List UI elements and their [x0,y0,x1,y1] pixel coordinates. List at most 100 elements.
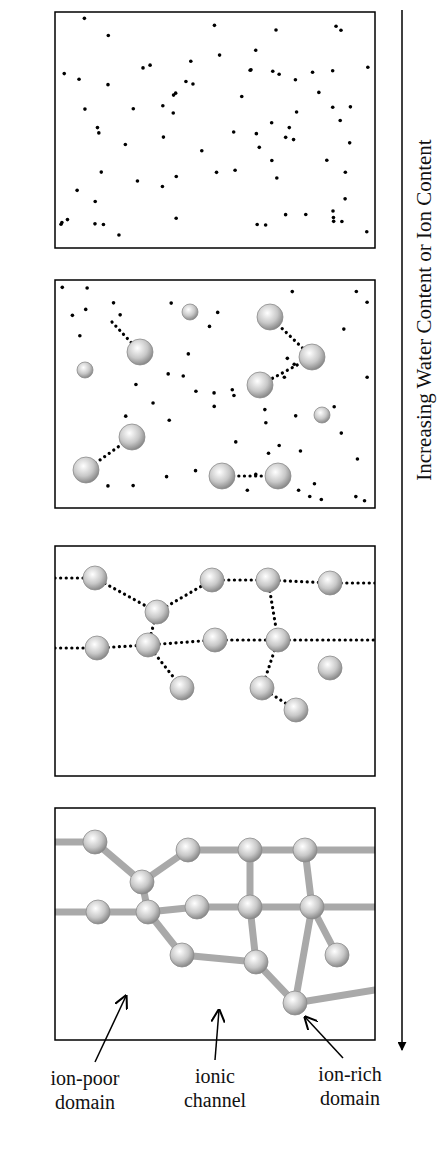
ion-cluster [265,463,291,489]
ion-dot [77,77,81,81]
ion-dot [118,313,122,317]
ion-dot [331,105,335,109]
ion-cluster [127,339,153,365]
ion-dot [97,131,101,135]
ion-cluster [299,344,325,370]
ion-dot [134,383,138,387]
ion-dot [213,24,217,28]
ion-dot [62,72,66,76]
ion-cluster [247,372,273,398]
ion-dot [194,389,198,393]
ion-cluster [170,943,194,967]
panel-frame [55,12,375,248]
ion-dot [212,391,216,395]
ion-dot [344,170,348,174]
trend-arrow [401,10,403,1050]
ion-dot [78,334,82,338]
ion-cluster [176,838,200,862]
panel-content [55,830,375,1015]
ion-dot [172,93,176,97]
ion-dot [275,176,279,180]
ion-cluster [77,362,93,378]
axis-label: Increasing Water Content or Ion Content [414,139,435,480]
ion-dot [263,408,267,412]
ion-dot [340,220,344,224]
ion-cluster [238,838,262,862]
ion-dot [365,230,369,234]
panel-frame [55,546,375,776]
ion-dot [84,308,88,312]
ion-dot [66,218,70,222]
ion-dot [356,457,360,461]
ion-dot [338,119,342,123]
ion-dot [332,220,336,224]
ion-dot [287,126,291,130]
ion-cluster [293,838,317,862]
ion-dot [194,469,198,473]
ion-dot [83,107,87,111]
ion-dot [215,171,219,175]
ion-cluster [266,628,290,652]
ion-cluster [85,636,109,660]
ion-dot [166,372,170,376]
ion-dot [75,189,79,193]
ion-cluster [73,457,99,483]
ion-dot [151,401,155,405]
ion-dot [83,17,87,21]
ion-dot [332,405,336,409]
ion-dot [165,475,169,479]
ion-cluster [119,424,145,450]
ion-dot [294,414,298,418]
ion-cluster [244,950,268,974]
ion-dot [363,499,367,503]
ion-dot [270,121,274,125]
panel-content [59,17,369,237]
ion-dot [189,59,193,63]
ion-dot [365,375,369,379]
ion-dot [255,223,259,227]
region-label: ionic channel [165,1064,265,1112]
ion-dot [141,66,145,70]
ion-cluster [136,900,160,924]
ion-cluster [203,628,227,652]
ion-dot [93,200,97,204]
ion-dot [332,216,336,220]
ion-dot [277,72,281,76]
ion-dot [112,301,116,305]
ion-cluster [170,676,194,700]
ion-dot [331,209,335,213]
ion-dot [124,414,128,418]
panel-content [60,286,368,503]
ion-dot [124,143,128,147]
ion-dot [284,136,288,140]
ion-dot [208,325,212,329]
ion-dot [162,135,166,139]
ion-dot [304,213,308,217]
ionic-channel [295,907,312,1003]
ion-dot [366,65,370,69]
ion-dot [331,69,335,73]
ion-dot [254,49,258,53]
ion-dot [354,495,358,499]
ion-cluster [130,870,154,894]
ion-cluster [250,676,274,700]
ion-dot [320,498,324,502]
ion-cluster [256,568,280,592]
region-label: ion-poor domain [35,1066,135,1114]
ion-dot [249,68,253,72]
ion-cluster [318,571,342,595]
ion-dot [85,286,89,290]
ion-dot [313,482,317,486]
dotted-link [278,638,375,641]
ion-dot [290,290,294,294]
ion-dot [339,28,343,32]
ion-cluster [238,895,262,919]
ion-dot [169,301,173,305]
ion-dot [181,374,185,378]
ion-dot [171,111,175,115]
ion-dot [295,110,299,114]
ion-dot [274,28,278,32]
ion-dot [106,484,110,488]
panel-frame [55,280,375,508]
